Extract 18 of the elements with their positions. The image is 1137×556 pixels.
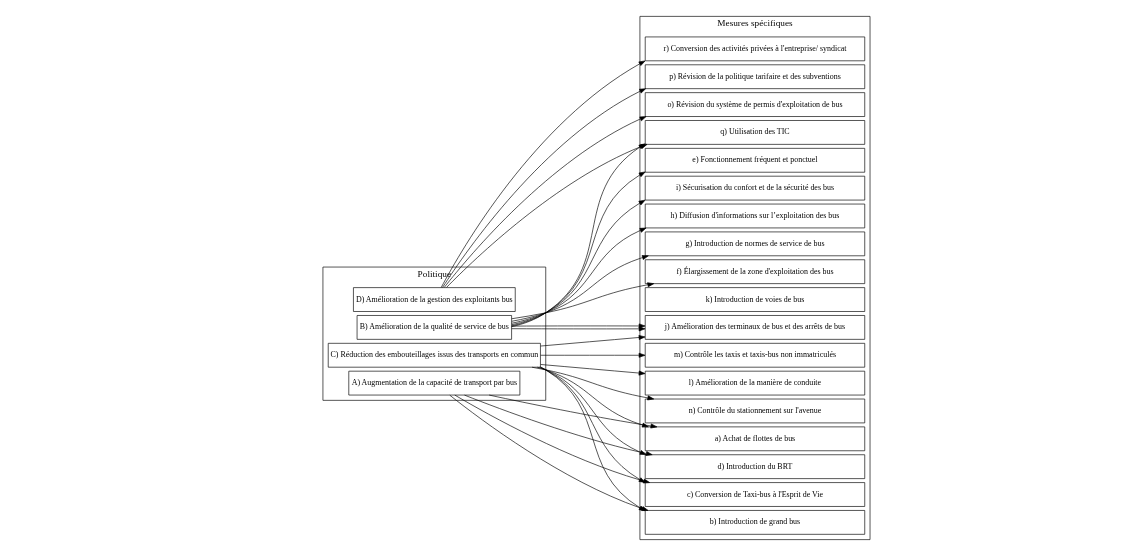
arrow — [536, 366, 649, 428]
arrow — [510, 171, 645, 327]
arrow — [463, 394, 652, 456]
arrow — [539, 366, 645, 483]
arrow — [538, 366, 646, 455]
arrow — [488, 394, 657, 429]
arrow — [510, 326, 645, 332]
arrow — [510, 323, 645, 329]
arrow — [510, 199, 645, 326]
arrow — [454, 394, 650, 484]
arrow — [539, 364, 645, 376]
arrow — [531, 366, 654, 401]
arrow — [510, 227, 646, 324]
arrow — [539, 366, 645, 512]
arrow — [539, 335, 645, 347]
arrow — [511, 255, 649, 322]
arrow — [510, 282, 654, 320]
arrow — [539, 352, 645, 358]
